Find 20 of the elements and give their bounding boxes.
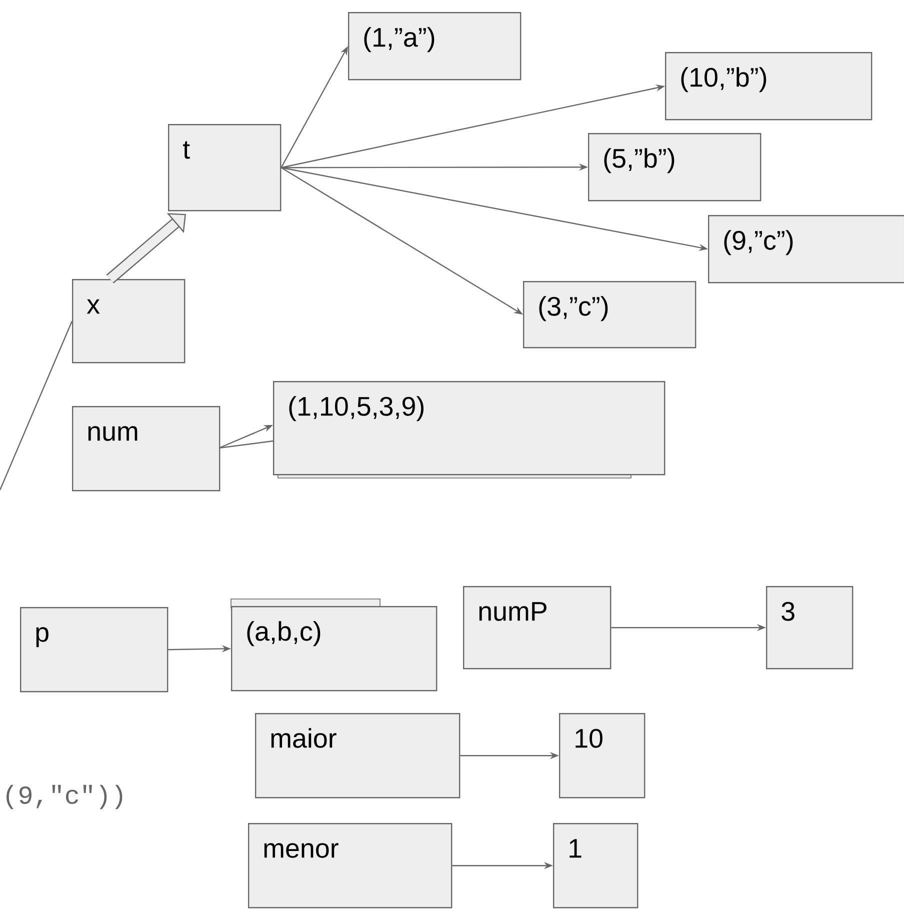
value-box: (3,”c”) — [523, 281, 696, 348]
value-box: (1,10,5,3,9) — [273, 381, 666, 476]
value-box: (10,”b”) — [665, 52, 872, 120]
value-box: x — [72, 279, 186, 364]
value-box: (9,”c”) — [708, 215, 904, 284]
value-box: (5,”b”) — [588, 133, 762, 202]
connector-line — [0, 320, 73, 490]
value-box: t — [168, 124, 282, 212]
value-box: p — [20, 607, 168, 692]
value-box: (1,”a”) — [348, 12, 522, 80]
value-box: 10 — [559, 713, 646, 798]
value-box: menor — [248, 823, 452, 908]
value-box: num — [72, 406, 220, 492]
value-box: 1 — [553, 823, 638, 908]
value-box: numP — [463, 586, 612, 670]
connector-line — [218, 440, 274, 449]
code-text: (9,"c")) — [6, 784, 122, 810]
block-arrow — [106, 213, 186, 284]
value-box: 3 — [766, 586, 854, 670]
value-box: maior — [255, 713, 460, 798]
